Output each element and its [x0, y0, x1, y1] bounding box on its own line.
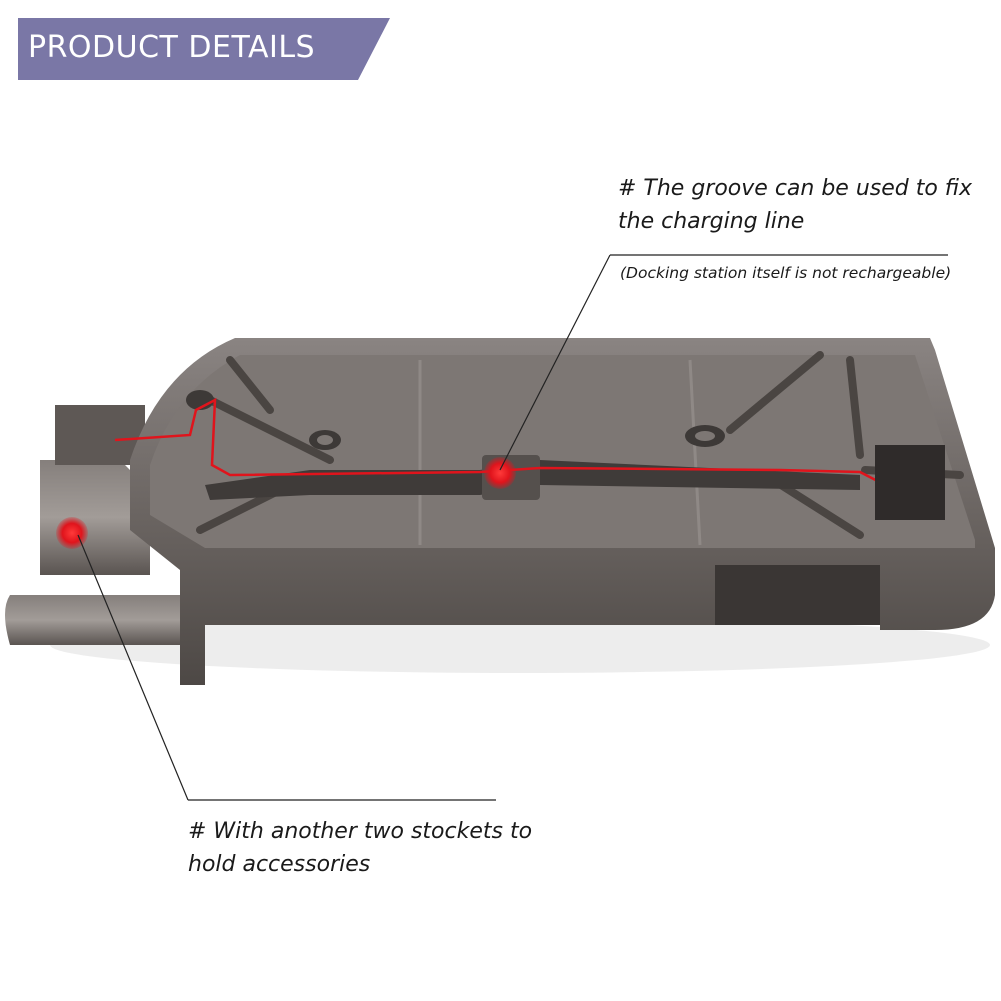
banner-title: PRODUCT DETAILS — [28, 30, 316, 65]
docking-station-image — [5, 338, 995, 685]
sockets-callout-line1: # With another two stockets to — [188, 819, 533, 844]
product-details-banner: PRODUCT DETAILS — [18, 18, 390, 80]
sockets-callout-line2: hold accessories — [188, 852, 371, 877]
groove-callout-note: (Docking station itself is not rechargea… — [620, 264, 952, 282]
groove-callout: # The groove can be used to fix the char… — [618, 172, 972, 238]
sockets-callout: # With another two stockets to hold acce… — [188, 815, 532, 881]
banner-background — [18, 18, 390, 80]
socket-marker — [56, 517, 88, 549]
groove-callout-line1: # The groove can be used to fix — [618, 176, 973, 201]
groove-marker — [484, 457, 516, 489]
groove-callout-line2: the charging line — [618, 209, 805, 234]
